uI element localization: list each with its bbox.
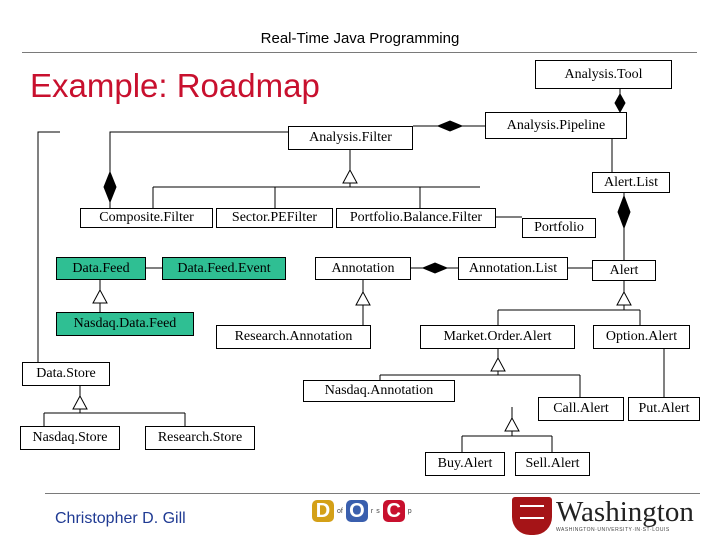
- class-put-alert: Put.Alert: [628, 397, 700, 421]
- diamond-alertlist-alert: [617, 194, 631, 230]
- triangle-feed: [92, 288, 108, 304]
- edge-alert-bus: [497, 305, 641, 325]
- edge-store-bus: [43, 409, 186, 426]
- diamond-pipeline-filter: [436, 120, 464, 132]
- slide-title: Example: Roadmap: [30, 67, 320, 104]
- triangle-market: [490, 356, 506, 372]
- diamond-tool-pipeline: [614, 92, 626, 114]
- class-analysis-pipeline: Analysis.Pipeline: [485, 112, 627, 139]
- class-annotation: Annotation: [315, 257, 411, 280]
- class-portfolio: Portfolio: [522, 218, 596, 238]
- class-buy-alert: Buy.Alert: [425, 452, 505, 476]
- class-sector-pe-filter: Sector.PEFilter: [216, 208, 333, 228]
- doc-logo: D of O r s C p: [312, 500, 412, 522]
- class-portfolio-balance-filter: Portfolio.Balance.Filter: [336, 208, 496, 228]
- university-name: Washington: [556, 496, 694, 528]
- triangle-call: [504, 416, 520, 432]
- class-option-alert: Option.Alert: [593, 325, 690, 349]
- triangle-alert: [616, 290, 632, 306]
- class-analysis-filter: Analysis.Filter: [288, 126, 413, 150]
- class-market-order-alert: Market.Order.Alert: [420, 325, 575, 349]
- diamond-annotation-list: [421, 262, 449, 274]
- class-annotation-list: Annotation.List: [458, 257, 568, 280]
- doc-small-1: of: [337, 507, 343, 515]
- course-header: Real-Time Java Programming: [260, 30, 460, 47]
- washington-university-logo: Washington WASHINGTON·UNIVERSITY·IN·ST·L…: [512, 497, 694, 535]
- university-shield-icon: [512, 497, 552, 535]
- class-data-store: Data.Store: [22, 362, 110, 386]
- doc-letter-o: O: [345, 500, 368, 522]
- header-rule: [22, 52, 697, 53]
- class-analysis-tool: Analysis.Tool: [535, 60, 672, 89]
- edge-left-bracket: [37, 131, 60, 362]
- class-sell-alert: Sell.Alert: [515, 452, 590, 476]
- class-research-store: Research.Store: [145, 426, 255, 450]
- doc-small-3: s: [376, 507, 380, 515]
- edge-call-bus: [461, 431, 553, 452]
- class-nasdaq-data-feed: Nasdaq.Data.Feed: [56, 312, 194, 336]
- university-subtitle: WASHINGTON·UNIVERSITY·IN·ST·LOUIS: [556, 527, 670, 533]
- class-research-annotation: Research.Annotation: [216, 325, 371, 349]
- author-name: Christopher D. Gill: [55, 510, 186, 527]
- class-call-alert: Call.Alert: [538, 397, 624, 421]
- diamond-composite: [103, 170, 117, 204]
- edge-market-bus: [379, 371, 581, 397]
- class-alert: Alert: [592, 260, 656, 281]
- class-data-feed-event: Data.Feed.Event: [162, 257, 286, 280]
- doc-small-4: p: [407, 507, 412, 515]
- class-nasdaq-annotation: Nasdaq.Annotation: [303, 380, 455, 402]
- class-alert-list: Alert.List: [592, 172, 670, 193]
- class-composite-filter: Composite.Filter: [80, 208, 213, 228]
- edge-filter-bus: [152, 183, 480, 208]
- edge-composite-left: [109, 131, 288, 208]
- doc-letter-d: D: [312, 500, 334, 522]
- doc-small-2: r: [370, 507, 374, 515]
- class-data-feed: Data.Feed: [56, 257, 146, 280]
- triangle-store: [72, 394, 88, 410]
- doc-letter-c: C: [382, 500, 405, 522]
- class-nasdaq-store: Nasdaq.Store: [20, 426, 120, 450]
- triangle-annotation: [355, 290, 371, 306]
- footer-rule: [45, 493, 700, 494]
- triangle-filter: [342, 168, 358, 184]
